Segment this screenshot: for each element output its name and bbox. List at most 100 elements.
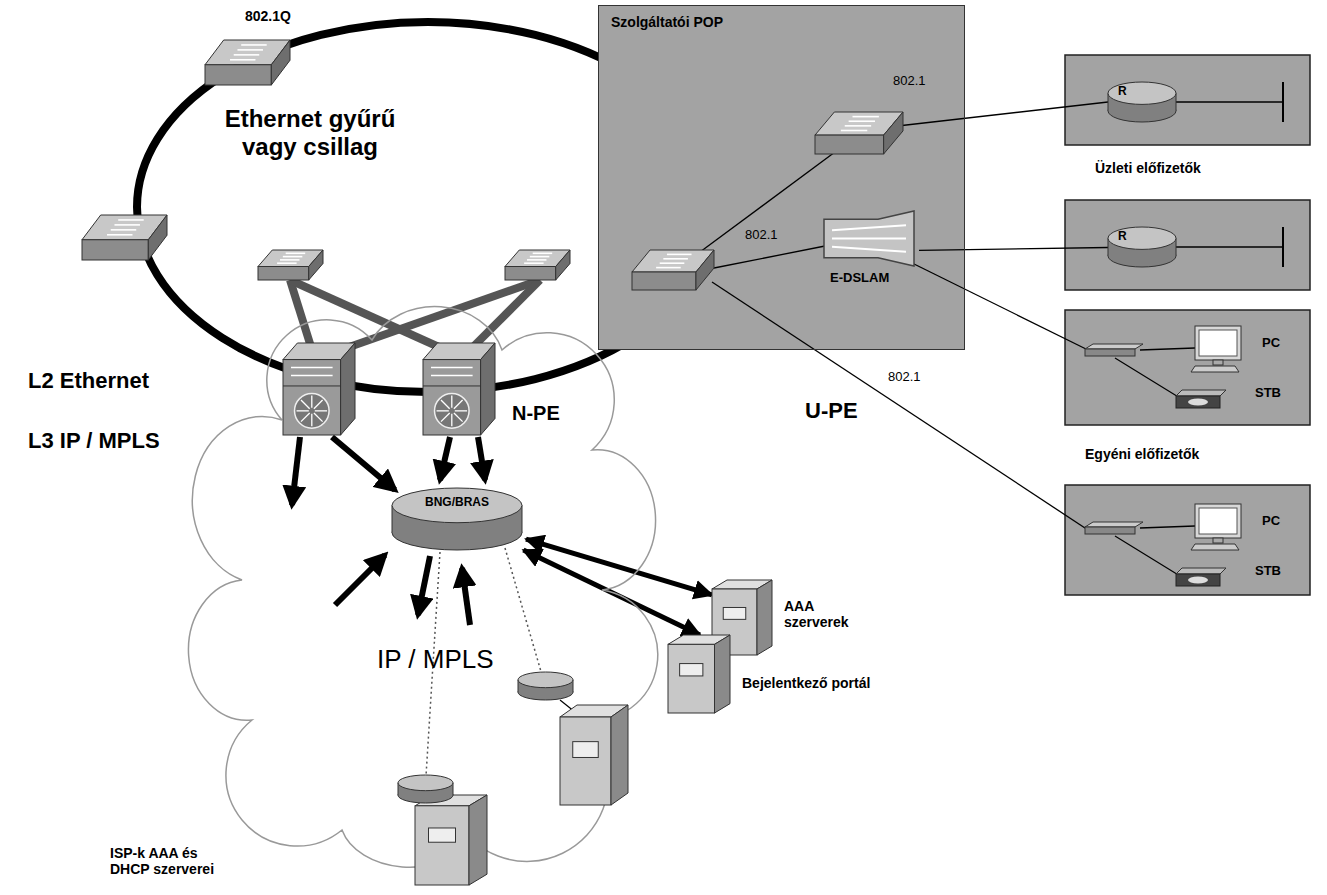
drawing-part — [656, 267, 681, 269]
dslam-outline — [824, 211, 914, 266]
node-text: BNG/BRAS — [392, 496, 522, 510]
drawing-part — [423, 360, 481, 435]
drawing-part — [398, 783, 399, 795]
drawing-part — [435, 394, 470, 429]
drawing-part — [1085, 349, 1135, 356]
drawing-part — [832, 238, 906, 240]
drawing-part — [1191, 544, 1239, 550]
drawing-part — [1188, 577, 1208, 584]
server-links — [560, 700, 575, 712]
drawing-part — [107, 234, 133, 236]
drawing-part — [205, 40, 290, 65]
drawing-part — [283, 385, 341, 386]
drawing-part — [845, 125, 871, 127]
drawing-part — [1176, 574, 1220, 586]
drawing-part — [315, 410, 327, 411]
pc-icon — [1191, 326, 1241, 372]
drawing-part — [852, 116, 878, 118]
router-icon — [1108, 227, 1176, 267]
drawing-part — [481, 343, 495, 435]
diagram-label: 802.1 — [888, 370, 921, 385]
drawing-part — [454, 400, 463, 409]
drawing-part — [423, 343, 495, 360]
drawing-part — [478, 437, 485, 480]
switch-icon — [632, 250, 714, 290]
drawing-part — [335, 280, 540, 352]
diagram-label: U-PE — [805, 398, 858, 423]
drawing-part — [522, 505, 523, 532]
drawing-part — [1108, 82, 1176, 104]
drawing-part — [1195, 326, 1241, 360]
drawing-part — [1115, 536, 1180, 576]
drawing-part — [237, 49, 263, 51]
drawing-part — [258, 267, 309, 281]
drawing-part — [392, 505, 393, 532]
drawing-part — [1176, 568, 1226, 574]
drawing-part — [1213, 360, 1223, 365]
drawing-part — [518, 680, 573, 692]
drawing-part — [230, 59, 256, 61]
drawing-part — [271, 40, 290, 85]
drawing-part — [280, 259, 300, 261]
drawing-part — [451, 396, 452, 408]
drawing-part — [1065, 55, 1310, 145]
drawing-part — [524, 262, 544, 264]
drawing-part — [286, 253, 306, 255]
drawing-part — [560, 717, 611, 805]
router-icon — [1108, 82, 1176, 122]
drawing-part — [137, 22, 719, 392]
drawing-part — [723, 607, 746, 619]
drawing-part — [1176, 246, 1283, 247]
cloud-outline — [222, 300, 617, 870]
drawing-part — [291, 375, 333, 377]
router-node: R — [1108, 82, 1176, 122]
router-icon — [398, 775, 453, 803]
drawing-part — [1176, 396, 1220, 408]
dslam-node: E-DSLAM — [824, 211, 919, 291]
network-cloud: BNG/BRASIP / MPLS — [222, 300, 617, 870]
drawing-part — [429, 828, 456, 842]
drawing-part — [148, 215, 167, 260]
drawing-part — [314, 413, 323, 422]
drawing-part — [82, 240, 148, 260]
drawing-part — [560, 705, 628, 717]
diagram-label: STB — [1255, 386, 1281, 401]
drawing-part — [1282, 227, 1284, 267]
node-text: E-DSLAM — [830, 271, 889, 286]
diagram-label: PC — [1262, 514, 1280, 529]
drawing-part — [832, 225, 906, 230]
drawing-part — [234, 54, 260, 56]
diagram-label: Üzleti előfizetők — [1095, 160, 1201, 176]
drawing-part — [291, 367, 333, 369]
drawing-part — [453, 783, 454, 795]
drawing-part — [437, 410, 449, 411]
drawing-part — [1085, 527, 1135, 534]
drawing-part — [712, 282, 1088, 530]
pop-ground — [598, 5, 965, 350]
drawing-part — [660, 262, 685, 264]
node-text: Ethernet gyűrű vagy csillag — [210, 105, 410, 160]
drawing-part — [258, 250, 323, 267]
set-top-box-icon — [1176, 390, 1226, 408]
drawing-part — [824, 211, 914, 266]
diagram-label: PC — [1262, 336, 1280, 351]
drawing-part — [398, 787, 453, 803]
drawing-part — [556, 250, 570, 280]
diagram-label: L2 Ethernet — [28, 368, 149, 393]
ring-network: 802.1QEthernet gyűrű vagy csillag — [133, 18, 723, 396]
drawing-part — [1108, 227, 1176, 249]
drawing-part — [301, 413, 310, 422]
drawing-part — [1191, 366, 1239, 372]
connector — [919, 248, 1108, 251]
drawing-part — [505, 267, 556, 281]
drawing-part — [1176, 101, 1283, 102]
drawing-part — [301, 400, 310, 409]
server-node: ISP-k AAA és DHCP szerverei — [110, 795, 490, 887]
drawing-part — [715, 635, 731, 713]
switch-icon — [815, 112, 903, 154]
drawing-part — [462, 568, 470, 625]
drawing-part — [841, 130, 867, 132]
drawing-part — [1065, 485, 1310, 595]
drawing-part — [1065, 310, 1310, 425]
set-top-box-icon — [1176, 568, 1226, 586]
